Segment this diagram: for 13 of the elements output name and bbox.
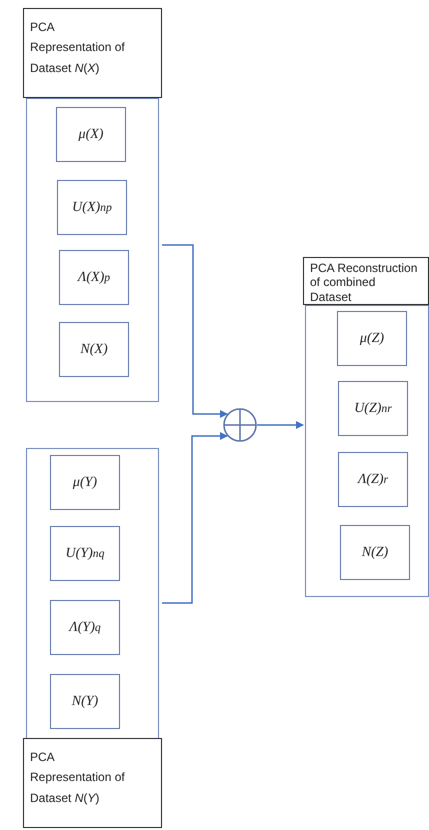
- panel-heading: PCA Representation of Dataset N(Y): [23, 738, 162, 828]
- panel-heading: PCA Representation of Dataset N(X): [23, 8, 162, 98]
- component-box: μ(Y): [50, 455, 120, 510]
- summation-circle: [223, 408, 257, 442]
- arrow: [162, 432, 228, 604]
- component-box: μ(X): [56, 107, 126, 162]
- arrow: [162, 244, 228, 418]
- component-box: μ(Z): [337, 311, 407, 366]
- component-box: N(X): [59, 322, 129, 377]
- component-box: N(Z): [340, 525, 410, 580]
- panel-heading: PCA Reconstruction of combined Dataset: [303, 257, 429, 305]
- component-box: N(Y): [50, 674, 120, 729]
- arrow: [257, 421, 304, 429]
